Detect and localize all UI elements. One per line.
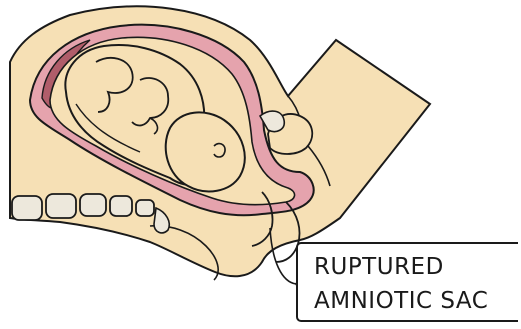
annotation-label: RUPTURED AMNIOTIC SAC xyxy=(296,242,518,322)
vertebra-1 xyxy=(12,196,42,220)
vertebra-2 xyxy=(46,194,76,218)
vertebra-3 xyxy=(80,194,106,216)
label-line-1: RUPTURED xyxy=(314,250,518,284)
vertebra-4 xyxy=(110,196,132,216)
label-line-2: AMNIOTIC SAC xyxy=(314,284,518,318)
vertebra-5 xyxy=(136,200,154,216)
